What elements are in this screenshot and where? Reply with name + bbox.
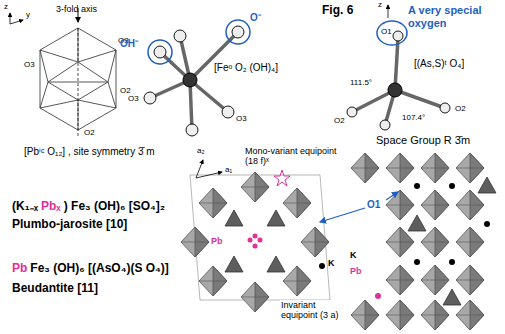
axis-note: 3-fold axis (56, 4, 97, 14)
mineral-name: Beudantite [11] (12, 282, 98, 296)
formula-part: Pbₓ (41, 200, 61, 214)
polyhedron-caption: [Pbⁱᶜ O₁₂] , site symmetry 3̄ m (24, 146, 155, 158)
atom-label: O1 (366, 199, 381, 211)
equipoint-note: Invariant equipoint (3 a) (280, 300, 348, 321)
angle-label: 107.4° (402, 113, 425, 122)
axis-label: y (26, 10, 30, 19)
atom-label: O1 (381, 27, 392, 36)
axis-label: a₂ (197, 146, 205, 155)
atom-label: O3 (128, 94, 139, 103)
atom-label: K (350, 250, 357, 260)
angle-label: 111.5° (350, 78, 372, 87)
atom-label: O2 (84, 128, 95, 137)
polyhedron-formula: [(As,S)ᵗ O₄] (414, 58, 464, 70)
ion-label: O⁻ (250, 12, 261, 24)
atom-label: O3 (24, 60, 35, 69)
atom-label: O2 (455, 104, 466, 113)
formula-part: (K₁₋ₓ (12, 200, 38, 214)
polyhedron-formula: [Feᵒ O₂ (OH)₄] (214, 62, 278, 74)
atom-label: O2 (120, 86, 131, 95)
figure-title: Fig. 6 (322, 4, 353, 18)
axis-label: z (4, 2, 8, 11)
atom-label: Pb (350, 266, 362, 276)
atom-label: O3 (236, 114, 247, 123)
formula-part: ) Fe₃ (OH)₆ [SO₄]₂ (64, 200, 165, 214)
ion-label: OH⁻ (120, 38, 138, 50)
formula-part: Fe₃ (OH)₆ [(AsO₄)(S O₄)] (30, 262, 168, 276)
atom-label: O2 (334, 116, 345, 125)
mineral-name: Plumbo-jarosite [10] (12, 218, 127, 232)
atom-label: K (328, 258, 335, 268)
highlight-note: A very special oxygen (408, 4, 503, 29)
formula-part: Pb (12, 262, 27, 276)
axis-label: a₁ (225, 165, 232, 174)
equipoint-note: Mono-variant equipoint (18 f)ˣ (244, 146, 338, 167)
space-group: Space Group R 3̄m (376, 134, 470, 147)
atom-label: Pb (211, 236, 223, 246)
axis-label: z (378, 0, 382, 9)
